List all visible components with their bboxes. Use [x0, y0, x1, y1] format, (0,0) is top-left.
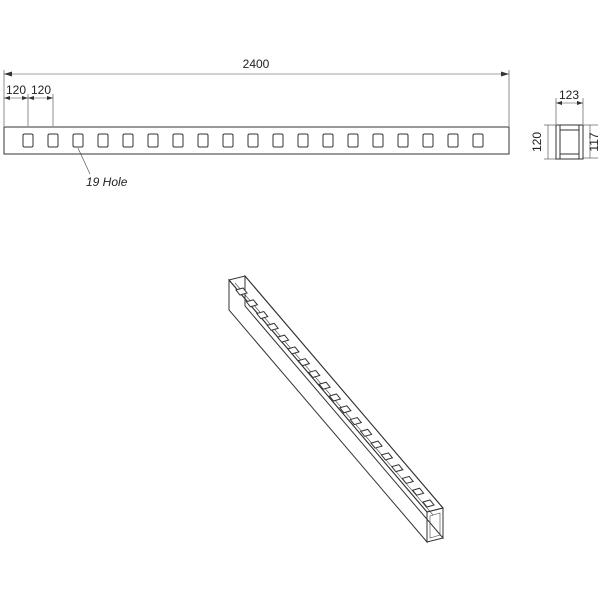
hole-leader-line — [77, 147, 91, 175]
iso-hole — [359, 428, 373, 437]
end-section-outline — [555, 124, 584, 160]
front-holes — [22, 133, 484, 148]
front-hole — [172, 133, 184, 148]
end-section-inner — [559, 125, 580, 159]
front-hole — [397, 133, 409, 148]
iso-end-opening — [429, 512, 441, 539]
overall-length-label: 2400 — [243, 57, 270, 71]
iso-hole — [255, 310, 269, 320]
front-hole — [122, 133, 134, 148]
iso-hole — [328, 393, 342, 402]
iso-hole — [349, 416, 363, 426]
iso-holes — [235, 287, 435, 508]
end-height-left-label: 120 — [530, 132, 544, 152]
arrow-left — [4, 71, 12, 77]
hole-count-note: 19 Hole — [86, 175, 128, 189]
end-width-label: 123 — [559, 88, 579, 102]
front-hole — [47, 133, 59, 148]
iso-hole — [380, 452, 394, 461]
arrow-spacing-c — [28, 96, 34, 100]
arrow-spacing-b — [22, 96, 28, 100]
front-hole — [472, 133, 484, 148]
front-hole — [222, 133, 234, 148]
spacing-label-2: 120 — [31, 83, 51, 97]
arrow-width-b — [577, 101, 583, 105]
arrow-spacing-a — [4, 96, 10, 100]
isometric-view — [228, 274, 444, 544]
front-hole — [147, 133, 159, 148]
iso-hole — [370, 440, 383, 449]
iso-hole — [235, 287, 248, 296]
iso-end-face — [426, 507, 444, 543]
arrow-right — [501, 71, 509, 77]
end-view: 123 120 117 — [530, 88, 600, 160]
arrow-width-a — [556, 101, 562, 105]
iso-hole — [390, 464, 404, 473]
iso-hole — [318, 381, 331, 390]
iso-hole — [422, 499, 435, 508]
iso-hole — [411, 487, 425, 496]
iso-hole — [245, 299, 259, 308]
front-hole — [22, 133, 34, 148]
front-hole — [297, 133, 309, 148]
iso-hole — [276, 334, 290, 343]
iso-hole — [287, 346, 300, 355]
front-hole — [272, 133, 284, 148]
front-hole — [97, 133, 109, 148]
front-hole — [447, 133, 459, 148]
front-hole — [372, 133, 384, 148]
iso-hole — [339, 405, 352, 414]
front-hole — [247, 133, 259, 148]
end-height-right-label: 117 — [587, 132, 600, 151]
front-hole — [347, 133, 359, 148]
spacing-label-1: 120 — [6, 83, 26, 97]
arrow-spacing-d — [47, 96, 53, 100]
iso-front-face — [228, 278, 428, 544]
front-hole — [322, 133, 334, 148]
front-view: 2400 120 120 19 Hole — [3, 57, 510, 189]
bar-outline — [3, 126, 510, 155]
iso-hole — [401, 475, 415, 485]
front-hole — [422, 133, 434, 148]
iso-hole — [307, 369, 321, 379]
iso-hole — [266, 322, 280, 331]
front-hole — [197, 133, 209, 148]
iso-hole — [297, 358, 311, 367]
front-hole — [72, 133, 84, 148]
